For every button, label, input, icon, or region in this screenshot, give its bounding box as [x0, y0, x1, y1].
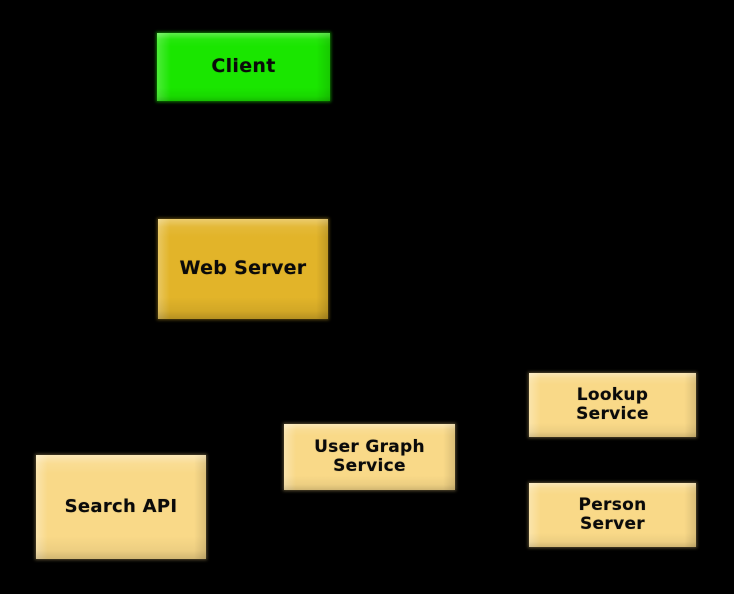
node-label-lookup-service: Lookup Service — [576, 384, 649, 424]
node-label-person-server: Person Server — [578, 494, 647, 534]
node-label-client: Client — [211, 55, 276, 78]
node-label-search-api: Search API — [64, 495, 178, 517]
diagram-node-user-graph-service[interactable]: User Graph Service — [284, 424, 455, 490]
diagram-node-search-api[interactable]: Search API — [36, 455, 206, 559]
diagram-node-web-server[interactable]: Web Server — [158, 219, 328, 319]
diagram-node-lookup-service[interactable]: Lookup Service — [529, 373, 696, 437]
node-label-user-graph-service: User Graph Service — [314, 436, 425, 476]
diagram-node-person-server[interactable]: Person Server — [529, 483, 696, 547]
node-label-web-server: Web Server — [179, 257, 307, 280]
diagram-node-client[interactable]: Client — [157, 33, 330, 101]
